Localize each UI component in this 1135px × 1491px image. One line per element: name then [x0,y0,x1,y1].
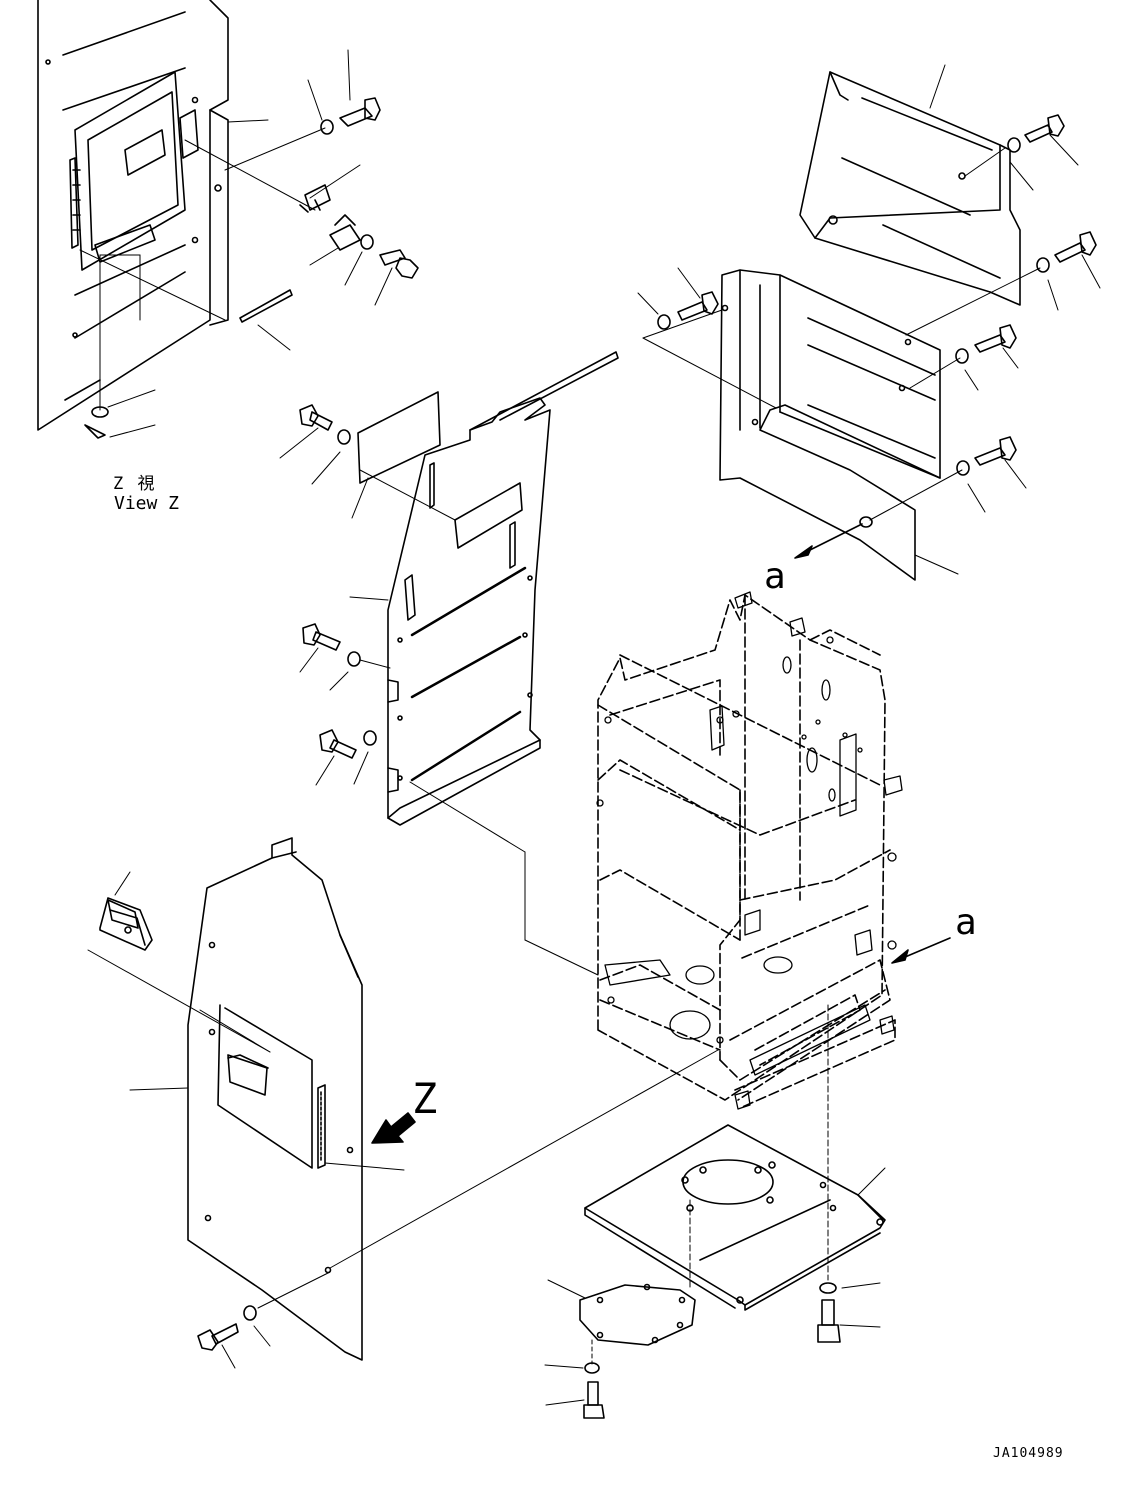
floor-plate [584,1124,886,1311]
view-z-inner-cover [69,71,199,271]
latch-lock [87,871,271,1053]
upper-top-cover [799,64,1021,306]
right-bolts [637,114,1101,513]
upper-box-cover [642,267,1041,581]
view-z-top-bolt [224,49,381,171]
view-z-side-panel [37,0,269,439]
bottom-hardware [544,1004,881,1419]
arrow-a-lower-label: a [955,902,977,943]
view-z-japanese-label: Z 視 [113,474,157,494]
center-panel [349,351,619,826]
operator-frame-details [596,591,903,1110]
operator-frame [597,594,896,1109]
drawing-id: JA104989 [993,1446,1064,1461]
arrow-a-lower-shape [891,937,951,964]
arrow-a-upper-shape [794,523,863,559]
arrow-z-shape [371,1112,416,1144]
center-bolts [279,404,599,976]
arrow-z-label: Z [412,1074,438,1123]
access-cover [547,1279,696,1346]
view-z-bracket-hardware [184,139,419,351]
view-z-english-label: View Z [114,493,180,514]
lower-side-panel [87,837,719,1369]
arrow-a-upper-label: a [764,556,786,597]
